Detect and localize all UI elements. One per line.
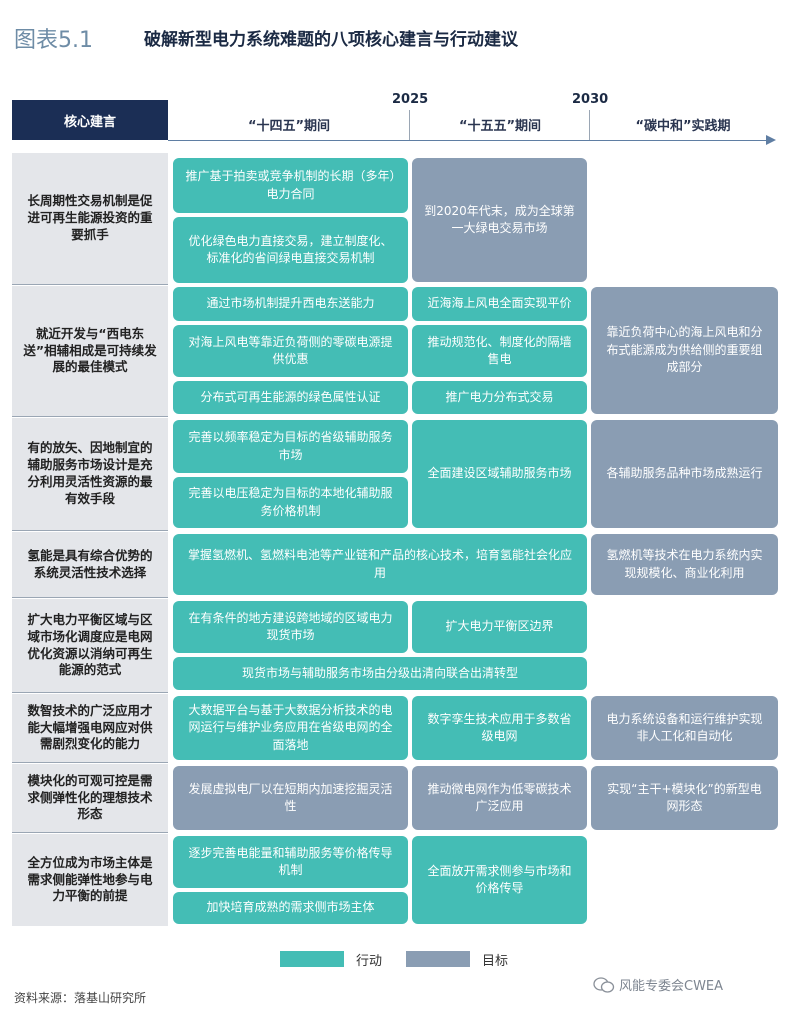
year-2025: 2025 xyxy=(392,92,429,107)
action-demand-side-entities: 加快培育成熟的需求侧市场主体 xyxy=(173,892,408,924)
action-open-demand-side: 全面放开需求侧参与市场和价格传导 xyxy=(412,836,587,924)
goal-microgrid: 推动微电网作为低零碳技术广泛应用 xyxy=(412,766,587,830)
goal-automation: 电力系统设备和运行维护实现非人工化和自动化 xyxy=(591,696,778,760)
legend-action-swatch xyxy=(280,951,344,967)
action-regional-ancillary-market: 全面建设区域辅助服务市场 xyxy=(412,420,587,528)
goal-ancillary-market-mature: 各辅助服务品种市场成熟运行 xyxy=(591,420,778,528)
timeline-arrow-icon xyxy=(766,135,776,145)
tick-2025 xyxy=(409,110,410,141)
action-west-east-transmission: 通过市场机制提升西电东送能力 xyxy=(173,287,408,321)
row-label-ancillary-services: 有的放矢、因地制宜的辅助服务市场设计是充分利用灵活性资源的最有效手段 xyxy=(12,418,168,530)
row-label-modular: 模块化的可观可控是需求侧弹性化的理想技术形态 xyxy=(12,764,168,832)
goal-supply-side-component: 靠近负荷中心的海上风电和分布式能源成为供给侧的重要组成部分 xyxy=(591,287,778,414)
goal-virtual-power-plant: 发展虚拟电厂以在短期内加速挖掘灵活性 xyxy=(173,766,408,830)
legend-goal-swatch xyxy=(406,951,470,967)
year-2030: 2030 xyxy=(572,92,609,107)
row-label-digital-intelligence: 数智技术的广泛应用才能大幅增强电网应对供需剧烈变化的能力 xyxy=(12,694,168,762)
action-expand-balancing-area: 扩大电力平衡区边界 xyxy=(412,601,587,653)
figure-title: 破解新型电力系统难题的八项核心建言与行动建议 xyxy=(144,30,518,50)
row-label-long-term-trading: 长周期性交易机制是促进可再生能源投资的重要抓手 xyxy=(12,153,168,284)
tick-2030 xyxy=(589,110,590,141)
action-offshore-wind-parity: 近海海上风电全面实现平价 xyxy=(412,287,587,321)
action-across-fence-sales: 推动规范化、制度化的隔墙售电 xyxy=(412,325,587,377)
row-label-local-development: 就近开发与“西电东送”相辅相成是可持续发展的最佳模式 xyxy=(12,286,168,416)
legend-action-label: 行动 xyxy=(356,954,383,969)
action-digital-twin: 数字孪生技术应用于多数省级电网 xyxy=(412,696,587,760)
action-big-data-platform: 大数据平台与基于大数据分析技术的电网运行与维护业务应用在省级电网的全面落地 xyxy=(173,696,408,760)
action-green-power-trading: 优化绿色电力直接交易，建立制度化、标准化的省间绿电直接交易机制 xyxy=(173,217,408,283)
row-divider xyxy=(12,597,168,598)
row-label-hydrogen: 氢能是具有综合优势的系统灵活性技术选择 xyxy=(12,532,168,597)
action-hydrogen-core-tech: 掌握氢燃机、氢燃料电池等产业链和产品的核心技术，培育氢能社会化应用 xyxy=(173,534,587,595)
row-divider xyxy=(12,530,168,531)
row-divider xyxy=(12,416,168,417)
goal-modular-grid: 实现“主干+模块化”的新型电网形态 xyxy=(591,766,778,830)
action-joint-clearing: 现货市场与辅助服务市场由分级出清向联合出清转型 xyxy=(173,657,587,690)
legend-goal-label: 目标 xyxy=(482,954,509,969)
action-price-transmission: 逐步完善电能量和辅助服务等价格传导机制 xyxy=(173,836,408,888)
period-14th: “十四五”期间 xyxy=(247,119,331,134)
action-voltage-ancillary: 完善以电压稳定为目标的本地化辅助服务价格机制 xyxy=(173,477,408,528)
core-advice-header: 核心建言 xyxy=(12,100,168,140)
figure-number: 图表5.1 xyxy=(14,28,93,53)
period-carbon-neutral: “碳中和”实践期 xyxy=(635,119,731,134)
row-divider xyxy=(12,284,168,285)
action-offshore-wind-incentives: 对海上风电等靠近负荷侧的零碳电源提供优惠 xyxy=(173,325,408,377)
action-regional-spot-market: 在有条件的地方建设跨地域的区域电力现货市场 xyxy=(173,601,408,653)
goal-green-power-market: 到2020年代末，成为全球第一大绿电交易市场 xyxy=(412,158,587,282)
row-label-demand-side: 全方位成为市场主体是需求侧能弹性地参与电力平衡的前提 xyxy=(12,834,168,926)
row-label-balancing-area: 扩大电力平衡区域与区域市场化调度应是电网优化资源以消纳可再生能源的范式 xyxy=(12,599,168,692)
row-divider xyxy=(12,692,168,693)
action-long-term-contract: 推广基于拍卖或竞争机制的长期（多年）电力合同 xyxy=(173,158,408,213)
row-divider xyxy=(12,832,168,833)
row-divider xyxy=(12,762,168,763)
goal-hydrogen-commercial: 氢燃机等技术在电力系统内实现规模化、商业化利用 xyxy=(591,534,778,595)
action-distributed-trading: 推广电力分布式交易 xyxy=(412,381,587,414)
action-green-certification: 分布式可再生能源的绿色属性认证 xyxy=(173,381,408,414)
timeline-axis xyxy=(168,140,768,141)
source-note: 资料来源：落基山研究所 xyxy=(14,991,147,1005)
action-frequency-ancillary: 完善以频率稳定为目标的省级辅助服务市场 xyxy=(173,420,408,473)
watermark-text: 风能专委会CWEA xyxy=(619,979,724,994)
period-15th: “十五五”期间 xyxy=(458,119,542,134)
watermark: 风能专委会CWEA xyxy=(593,975,723,994)
wechat-icon xyxy=(593,976,615,993)
